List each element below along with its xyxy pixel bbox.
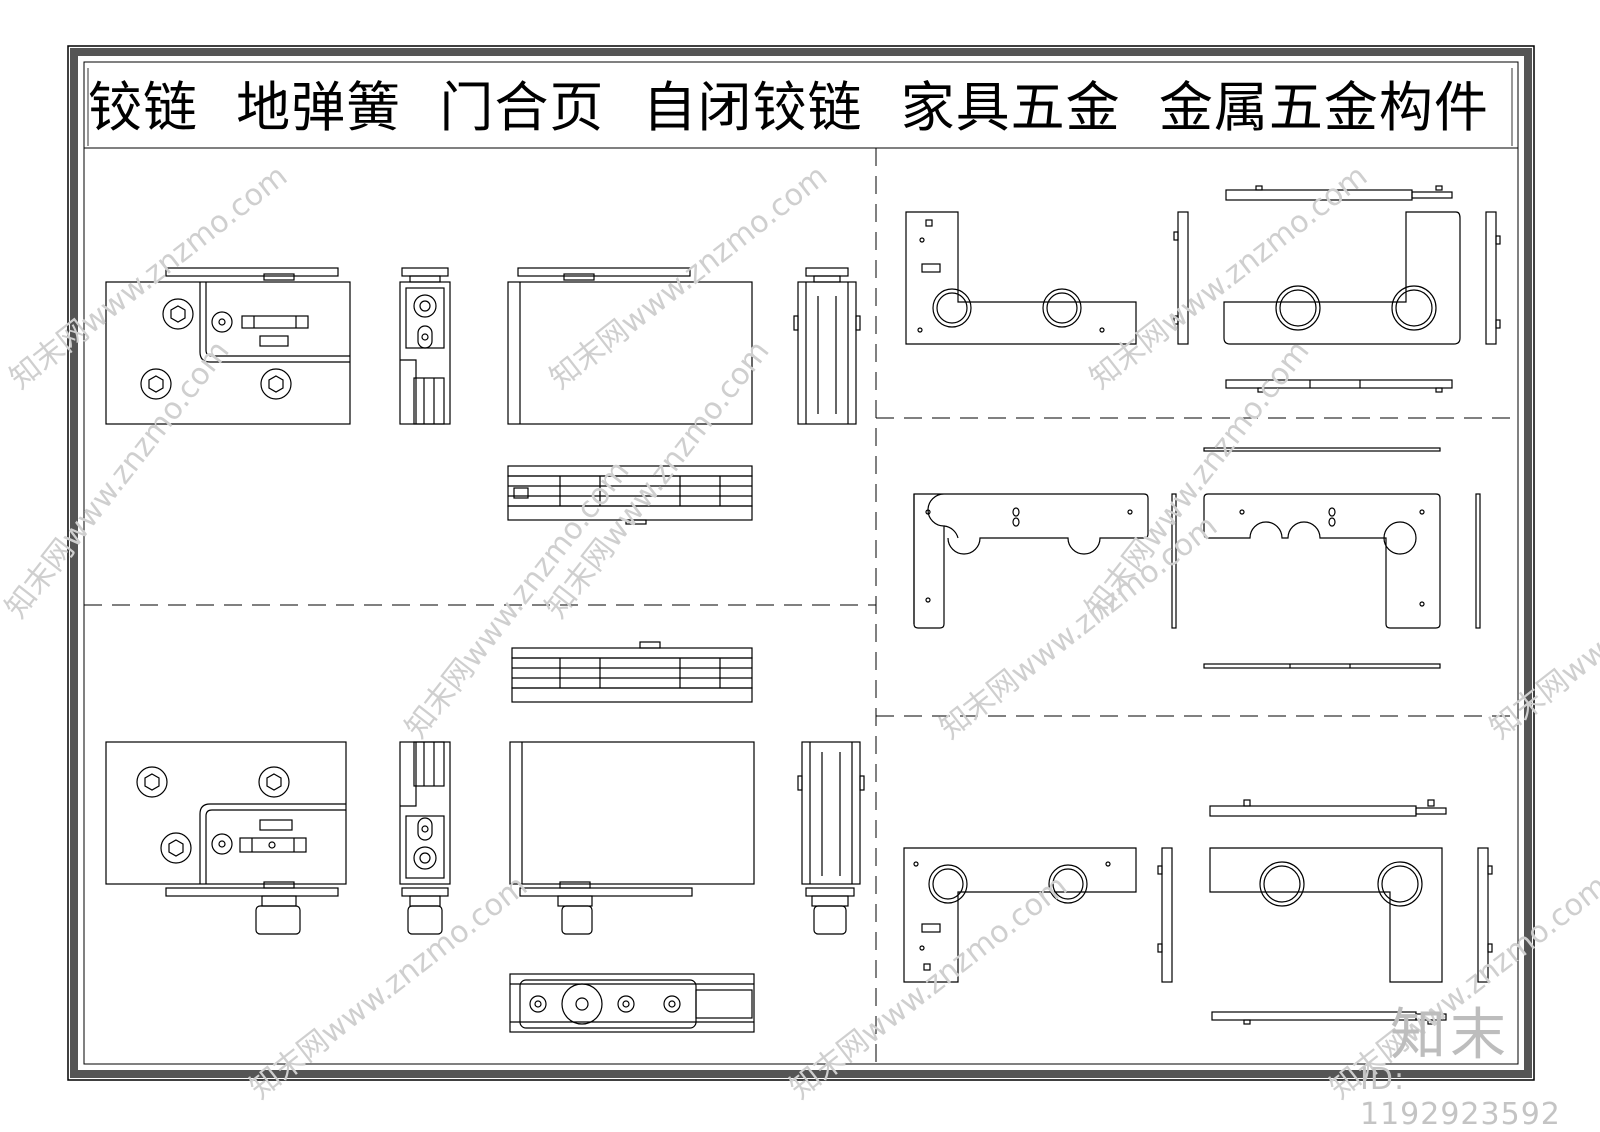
l-bracket-plate-middle (913, 493, 1177, 629)
hinge-side-view-bottom (399, 741, 451, 935)
pivot-plan-view-bottom (509, 973, 755, 1033)
hinge-front-view-bottom (105, 741, 347, 935)
watermark-brand: 知末 (1390, 1003, 1510, 1068)
hinge-side-view-top (399, 267, 451, 425)
glass-panel-front-bottom (509, 741, 755, 935)
hinge-side-right-bottom (797, 741, 865, 935)
l-bracket-plate-top (905, 211, 1189, 345)
watermark-text: 知末网www.znzmo.com (933, 508, 1224, 746)
watermark-layer: 知末网www.znzmo.com 知末网www.znzmo.com 知末网www… (0, 158, 1600, 1106)
watermark-text: 知末网www.znzmo.com (3, 158, 294, 396)
l-bracket-plate-bottom (903, 847, 1173, 983)
watermark-text: 知末网www.znzmo.com (1483, 508, 1600, 746)
u-bracket-plate-top (1223, 185, 1501, 393)
sheet-frame (67, 45, 1535, 1081)
watermark-text: 知末网www.znzmo.com (1083, 158, 1374, 396)
hinge-plan-view-top (507, 465, 753, 525)
hinge-front-view-top (105, 267, 351, 425)
watermark-id: ID: 1192923592 (1360, 1062, 1561, 1132)
hinge-side-right-top (793, 267, 861, 425)
drawing-title: 铰链 地弹簧 门合页 自闭铰链 家具五金 金属五金构件 (88, 76, 1489, 139)
u-bracket-plate-bottom (1209, 799, 1493, 1025)
glass-panel-front-top (507, 267, 753, 425)
l-bracket-plate-middle-mirror (1203, 447, 1481, 669)
watermark-text: 知末网www.znzmo.com (543, 158, 834, 396)
section-dividers (84, 148, 1518, 1064)
hinge-plan-view-bottom-upper (511, 641, 753, 703)
